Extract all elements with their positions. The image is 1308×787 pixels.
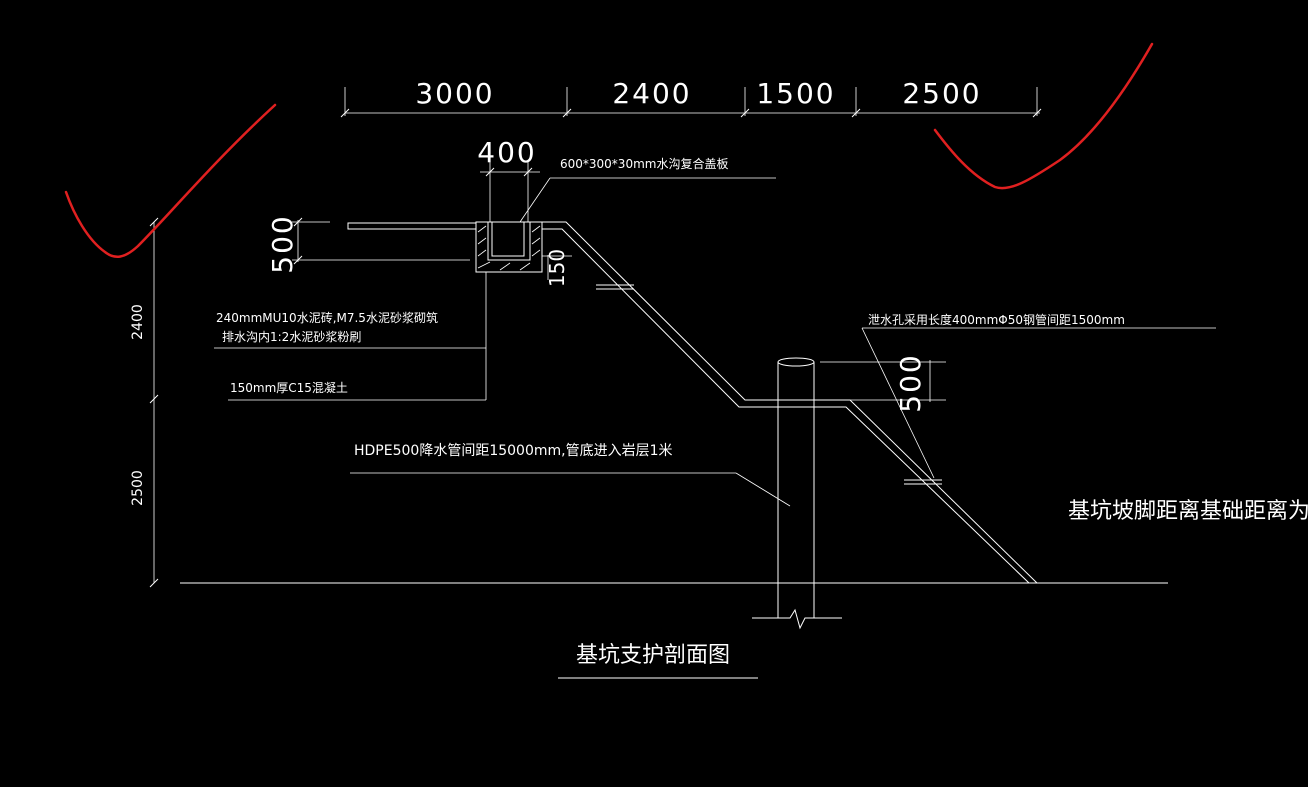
drain-hole-label: 泄水孔采用长度400mmΦ50钢管间距1500mm xyxy=(868,312,1125,327)
dim-1500: 1500 xyxy=(756,77,835,110)
hatch xyxy=(499,262,511,271)
drawing-title: 基坑支护剖面图 xyxy=(576,643,730,668)
leader xyxy=(519,177,551,223)
dim-500-left: 500 xyxy=(266,214,299,273)
slab-outline xyxy=(347,222,477,230)
dim-400: 400 xyxy=(477,136,536,169)
cover-plate-label: 600*300*30mm水沟复合盖板 xyxy=(560,156,728,171)
step-dim: 150 xyxy=(542,249,572,287)
hatch xyxy=(531,225,541,233)
dim-tick xyxy=(149,217,159,227)
dim-150: 150 xyxy=(545,249,569,287)
dim-2500-left: 2500 xyxy=(130,470,146,506)
dim-3000: 3000 xyxy=(415,77,494,110)
hdpe-pipe xyxy=(752,357,842,630)
hatch xyxy=(477,225,487,233)
hatch xyxy=(477,249,487,257)
hatch xyxy=(477,261,491,269)
top-dimension-chain: 3000 2400 1500 2500 xyxy=(340,77,1042,118)
hatch xyxy=(519,262,531,271)
dim-tick xyxy=(293,255,303,265)
dim-tick xyxy=(293,217,303,227)
right-dim: 500 xyxy=(820,353,946,413)
dim-tick xyxy=(523,167,533,177)
foot-distance-note: 基坑坡脚距离基础距离为1米 xyxy=(1068,499,1308,524)
hatch xyxy=(531,237,541,245)
ditch-inner xyxy=(487,222,531,261)
ditch-outer xyxy=(475,221,543,273)
slope-profile xyxy=(542,221,1038,584)
dim-2500: 2500 xyxy=(902,77,981,110)
pipe-top xyxy=(777,357,815,367)
brick-label-1: 240mmMU10水泥砖,M7.5水泥砂浆砌筑 xyxy=(216,310,438,325)
dim-2400-left: 2400 xyxy=(130,304,146,340)
red-mark-left xyxy=(64,103,277,259)
leader xyxy=(861,327,935,479)
ditch-height-dim: 500 xyxy=(266,214,470,274)
hatch xyxy=(477,237,487,245)
leaders xyxy=(214,177,1216,507)
dim-tick xyxy=(1032,108,1042,118)
leader xyxy=(735,472,791,507)
hdpe-label: HDPE500降水管间距15000mm,管底进入岩层1米 xyxy=(354,443,673,459)
hatch xyxy=(531,249,541,257)
drainage-ditch xyxy=(475,221,543,273)
left-vertical-dims: 2400 2500 xyxy=(130,217,159,588)
dim-tick xyxy=(740,108,750,118)
dim-tick xyxy=(851,108,861,118)
ditch-channel xyxy=(491,221,525,257)
concrete-label: 150mm厚C15混凝土 xyxy=(230,380,348,395)
slope-bottom-line xyxy=(542,228,1030,584)
dim-tick xyxy=(149,394,159,404)
dim-tick xyxy=(562,108,572,118)
dim-2400: 2400 xyxy=(612,77,691,110)
top-slab xyxy=(347,222,477,230)
ditch-width-dim: 400 xyxy=(477,136,540,222)
dim-tick xyxy=(149,578,159,588)
brick-label-2: 排水沟内1:2水泥砂浆粉刷 xyxy=(222,329,361,344)
dim-tick xyxy=(340,108,350,118)
red-mark-right xyxy=(933,42,1154,190)
slope-top-line xyxy=(542,221,1038,584)
dim-500-right: 500 xyxy=(894,353,927,412)
dim-tick xyxy=(485,167,495,177)
pipe-break xyxy=(752,608,842,630)
